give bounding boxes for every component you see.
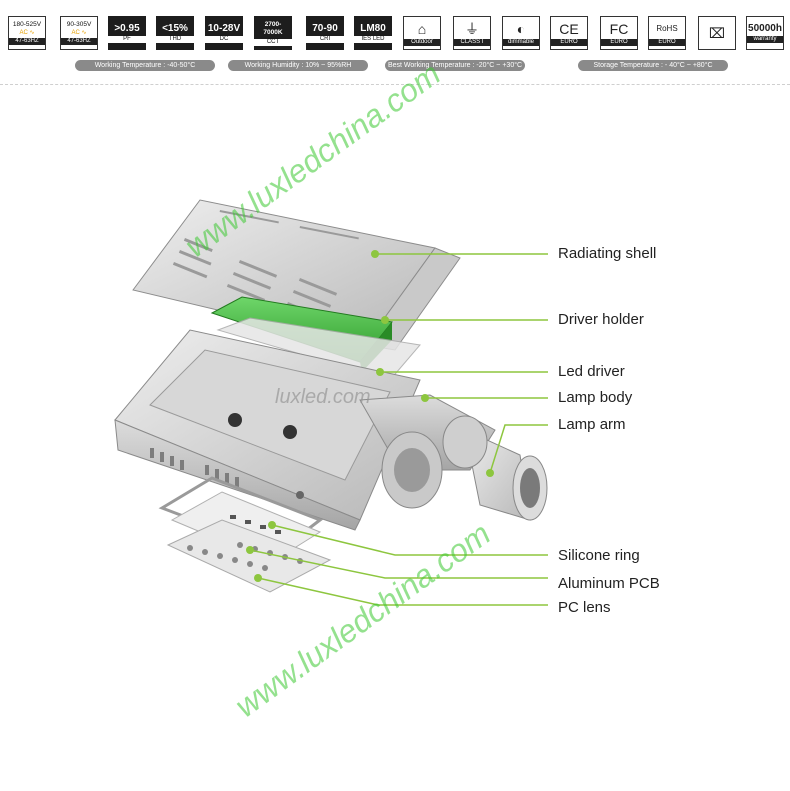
badge-sub-text: warranty [747,36,783,43]
badge-weee: ⌧ [698,16,736,50]
label-lamp-arm: Lamp arm [558,416,626,433]
badge-sub-text: EURO [551,38,587,46]
ac-icon: AC ∿ [19,30,35,36]
badge-sub-text: dimmable [503,38,539,46]
badge-dimmable: ◐dimmable [502,16,540,50]
spec-storage-temp: Storage Temperature : - 40°C ~ +80°C [578,60,728,71]
badge-sub-text: THD [156,36,194,43]
label-silicone-ring: Silicone ring [558,547,640,564]
spec-best-working-temp: Best Working Temperature : -20°C ~ +30°C [385,60,525,71]
watermark-middle: luxled.com [275,386,371,408]
label-aluminum-pcb: Aluminum PCB [558,575,660,592]
spec-row: Working Temperature : -40-50°C Working Hu… [0,60,790,72]
badge-main-text: 50000h [748,23,782,34]
badge-main-text: >0.95 [114,23,140,34]
ce-icon: CE [559,20,579,37]
outdoor-icon: ⌂ [417,20,427,37]
badge-sub-text: IES LED [354,36,392,43]
weee-icon: ⌧ [708,25,726,41]
badge-sub-text: 47-63HZ [61,38,97,45]
badge-sub-text: PF [108,36,146,43]
leader-lines [249,253,548,606]
fc-icon: FC [609,20,629,37]
badge-main-text: <15% [162,23,188,34]
badge-thd: <15% THD [156,16,194,50]
label-lamp-body: Lamp body [558,389,633,406]
badge-main-text: 2700- 7000K [263,20,283,36]
badge-sub-text: CCT [254,38,292,46]
label-pc-lens: PC lens [558,599,611,616]
rohs-icon: RoHS [656,23,678,33]
label-driver-holder: Driver holder [558,311,644,328]
badge-sub-text: EURO [601,38,637,46]
leader-dots [246,250,494,582]
divider [0,84,790,85]
dimmable-icon: ◐ [516,20,526,37]
badge-main-text: 70-90 [312,23,338,34]
badge-cct: 2700- 7000K CCT [254,16,292,50]
label-led-driver: Led driver [558,363,625,380]
badge-sub-text: Outdoor [404,38,440,46]
badge-sub-text: DC [205,36,243,43]
spec-working-temp: Working Temperature : -40-50°C [75,60,215,71]
badge-sub-text: 47-63HZ [9,38,45,45]
badge-class: ⏚CLASS I [453,16,491,50]
badge-rohs: RoHS EURO [648,16,686,50]
class-icon: ⏚ [465,20,479,37]
label-radiating-shell: Radiating shell [558,245,657,262]
ac-icon: AC ∿ [71,30,87,36]
badge-sub-text: EURO [649,38,685,46]
lamp-body-shape [114,329,421,531]
badge-main-text: 10-28V [207,23,241,34]
badge-main-text: LM80 [360,23,386,34]
badge-dc: 10-28V DC [205,16,243,50]
lamp-arm-shape [359,394,548,521]
badge-sub-text: CRI [306,36,344,43]
badge-top-text: 180-525V [9,21,45,29]
badge-outdoor: ⌂Outdoor [403,16,441,50]
spec-working-humidity: Working Humidity : 10% ~ 95%RH [228,60,368,71]
badge-sub-text: CLASS I [454,38,490,46]
badge-warranty: 50000h warranty [746,16,784,50]
badge-top-text: 90-305V [61,21,97,29]
